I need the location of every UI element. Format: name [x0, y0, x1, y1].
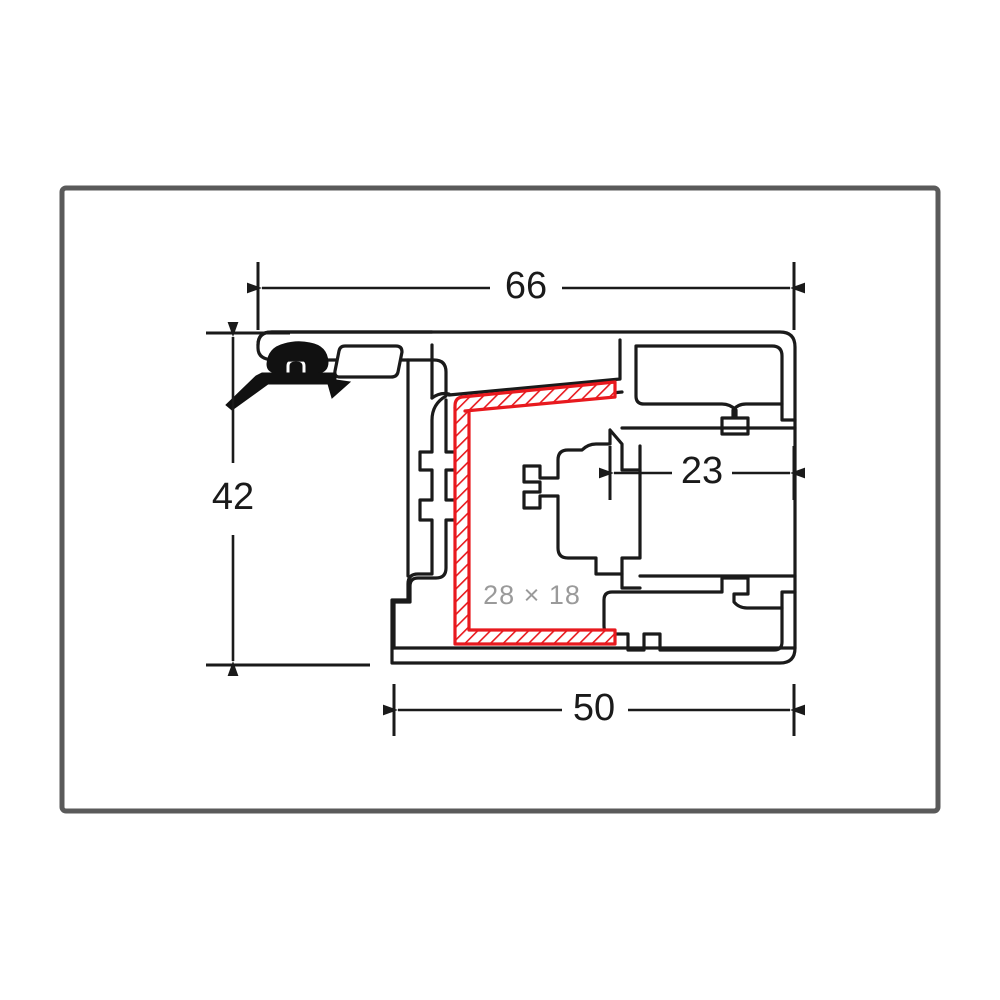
dimension-label-50: 50 — [573, 687, 615, 729]
reinforcement-size-label: 28 × 18 — [483, 580, 581, 610]
dimension-width-50: 50 — [383, 684, 805, 736]
groove-bottom-edge — [620, 572, 642, 590]
upper-right-wall — [780, 402, 797, 422]
dimension-width-66: 66 — [247, 262, 805, 330]
gasket-lip-and-tail — [225, 361, 352, 411]
dimension-label-42: 42 — [212, 476, 254, 518]
gasket-head — [266, 341, 329, 374]
bead-arm — [430, 391, 451, 400]
outer-frame-border — [59, 185, 941, 814]
dimension-label-66: 66 — [505, 265, 547, 307]
top-slot-chamber-1 — [333, 344, 404, 379]
diagonal-rib-line — [447, 338, 622, 397]
upper-right-chamber — [634, 344, 784, 436]
dimension-height-42: 42 — [206, 322, 370, 676]
lower-right-chamber — [602, 576, 784, 652]
lower-right-wall — [780, 590, 797, 610]
dimension-label-23: 23 — [681, 450, 723, 492]
left-inner-wall — [392, 398, 462, 650]
annotation-reinforcement-size: 28 × 18 — [483, 580, 581, 610]
steel-reinforcement-l-shape — [453, 380, 617, 646]
dimension-width-23: 23 — [599, 446, 805, 500]
rubber-gasket-seal — [225, 341, 352, 411]
pvc-profile-outline — [256, 330, 797, 665]
reinforcement-hatch-body — [453, 380, 617, 646]
